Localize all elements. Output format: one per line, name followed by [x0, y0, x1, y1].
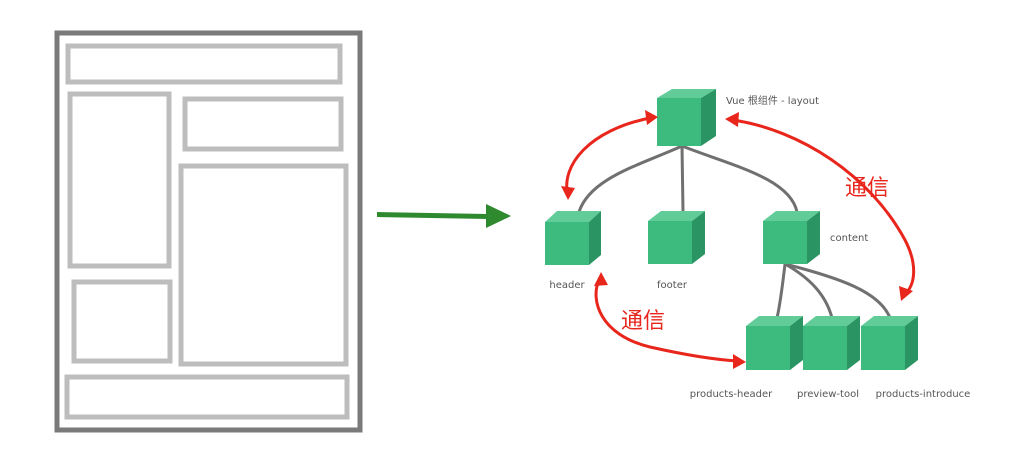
label-root: Vue 根组件 - layout — [726, 94, 819, 107]
layout-wireframe — [54, 30, 363, 433]
cube-root — [657, 89, 716, 146]
comm-arrowhead-root-left — [645, 110, 658, 125]
comm-label-left: 通信 — [621, 309, 665, 334]
component-tree: Vue 根组件 - layout header footer content p… — [545, 89, 970, 400]
label-content: content — [830, 233, 868, 244]
label-header: header — [549, 280, 585, 291]
communication-arrows: 通信 通信 — [561, 110, 916, 369]
wireframe-left-block — [67, 91, 172, 269]
comm-arrowhead-products-header — [733, 354, 746, 369]
comm-arrowhead-introduce-top — [899, 286, 913, 301]
wireframe-outer-frame — [54, 30, 363, 433]
comm-label-right: 通信 — [845, 176, 889, 201]
edge-content-products-introduce — [783, 262, 892, 320]
wireframe-top-right-block — [182, 96, 344, 152]
comm-arrowhead-root-right — [725, 112, 739, 127]
transform-arrow-shaft — [377, 212, 488, 219]
edge-root-footer — [680, 144, 685, 214]
cube-header — [545, 211, 601, 265]
cube-products-introduce — [861, 316, 918, 370]
tree-connectors — [577, 144, 892, 320]
comm-arrowhead-header-top — [561, 186, 575, 200]
edge-root-content — [680, 144, 799, 214]
wireframe-main-block — [178, 163, 349, 367]
cube-preview-tool — [803, 316, 860, 370]
comm-arrow-root-introduce — [731, 118, 916, 296]
wireframe-header-block — [65, 43, 343, 85]
wireframe-footer-block — [64, 374, 350, 420]
label-preview-tool: preview-tool — [797, 389, 859, 400]
label-products-header: products-header — [690, 389, 773, 400]
label-footer: footer — [657, 280, 688, 291]
edge-content-preview-tool — [783, 262, 834, 320]
edge-root-header — [577, 144, 684, 214]
label-products-introduce: products-introduce — [876, 389, 971, 400]
comm-arrow-header-root — [565, 116, 652, 198]
comm-arrow-header-products-header — [594, 278, 740, 363]
cube-content — [763, 211, 820, 264]
wireframe-bottom-left-block — [71, 279, 173, 364]
cube-footer — [648, 211, 705, 264]
transform-arrow-head — [486, 204, 511, 228]
cube-products-header — [746, 316, 803, 370]
edge-content-products-header — [775, 262, 787, 320]
comm-arrowhead-header-bottom — [594, 272, 608, 286]
transform-arrow — [377, 204, 511, 228]
